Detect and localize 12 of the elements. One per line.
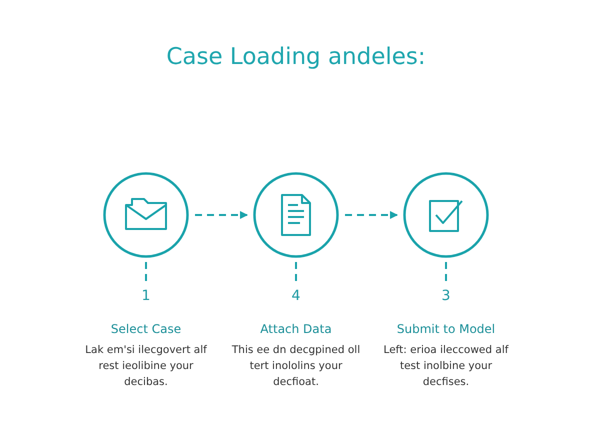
- step-title: Submit to Model: [396, 322, 496, 336]
- dashed-arrow: [345, 211, 398, 219]
- step-number: 4: [290, 288, 302, 304]
- step-number: 1: [140, 288, 152, 304]
- step-title: Attach Data: [259, 322, 333, 336]
- step-description: This ee dn decgpined oll tert inololins your decfioat.: [230, 343, 362, 390]
- step-description: Lak em'si ilecgovert alf rest ieolibine your decibas.: [84, 343, 208, 390]
- step-number: 3: [440, 288, 452, 304]
- diagram-title: Case Loading andeles:: [165, 44, 427, 70]
- step-title: Select Case: [110, 322, 182, 336]
- dashed-arrow: [195, 211, 248, 219]
- step-description: Left: erioa ileccowed alf test inolbine your decfises.: [382, 343, 510, 390]
